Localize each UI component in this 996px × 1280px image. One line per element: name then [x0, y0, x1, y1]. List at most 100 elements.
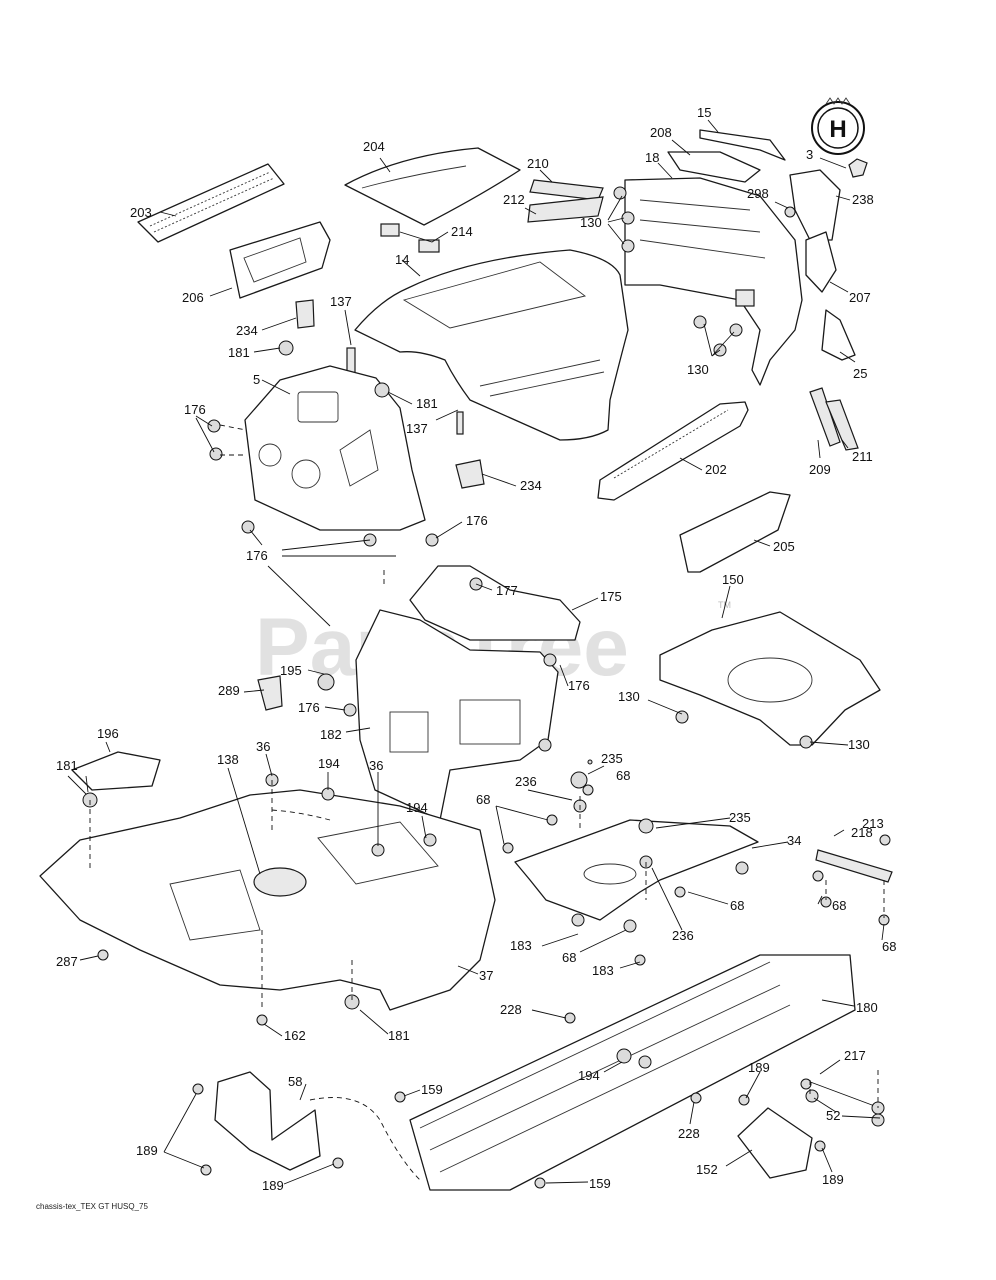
fender-panel-205: [679, 491, 791, 573]
callout-177: 177: [496, 583, 518, 598]
callout-36-left: 36: [256, 739, 270, 754]
callout-68-left: 68: [476, 792, 490, 807]
callout-205: 205: [773, 539, 795, 554]
callout-236-lower: 236: [672, 928, 694, 943]
callout-130-side: 130: [687, 362, 709, 377]
callout-203: 203: [130, 205, 152, 220]
callout-34: 34: [787, 833, 801, 848]
callout-183-left: 183: [510, 938, 532, 953]
pad-196: [71, 751, 161, 791]
hood-14: [354, 249, 629, 441]
callout-68-bottom: 68: [562, 950, 576, 965]
callout-195: 195: [280, 663, 302, 678]
mounting-plate-34: [514, 819, 759, 921]
callout-208: 208: [650, 125, 672, 140]
trim-15: [699, 129, 786, 161]
callout-202: 202: [705, 462, 727, 477]
callout-176-lower: 176: [298, 700, 320, 715]
callout-labels: 15 208 3 204 210 18 298 238 203 212 130 …: [56, 105, 896, 1193]
callout-238: 238: [852, 192, 874, 207]
bracket-58: [214, 1071, 321, 1171]
callout-181-dash: 181: [416, 396, 438, 411]
callout-183-right: 183: [592, 963, 614, 978]
callout-235-upper: 235: [601, 751, 623, 766]
callout-189-right-top: 189: [748, 1060, 770, 1075]
strips-137-234: [295, 299, 485, 489]
callout-138: 138: [217, 752, 239, 767]
callout-130-cover-right: 130: [848, 737, 870, 752]
callout-176-right: 176: [466, 513, 488, 528]
footrest-37: [39, 789, 496, 1011]
callout-228-upper: 228: [500, 1002, 522, 1017]
callout-234-upper: 234: [236, 323, 258, 338]
callout-176-center: 176: [246, 548, 268, 563]
grille-202: [597, 401, 749, 501]
callout-150: 150: [722, 572, 744, 587]
callout-289: 289: [218, 683, 240, 698]
frame-rail-180: [409, 954, 856, 1191]
callout-210: 210: [527, 156, 549, 171]
trim-25: [821, 309, 856, 361]
callout-206: 206: [182, 290, 204, 305]
callout-14: 14: [395, 252, 409, 267]
callout-217: 217: [844, 1048, 866, 1063]
diagram-reference-code: chassis-tex_TEX GT HUSQ_75: [36, 1202, 148, 1211]
steering-bracket-175: [409, 565, 581, 641]
callout-211: 211: [852, 449, 873, 464]
callout-68-far-right: 68: [882, 939, 896, 954]
side-panel-206: [229, 221, 331, 299]
callout-182: 182: [320, 727, 342, 742]
callout-298: 298: [747, 186, 769, 201]
callout-181-upper: 181: [228, 345, 250, 360]
callout-176-left: 176: [184, 402, 206, 417]
callout-52: 52: [826, 1108, 840, 1123]
callout-68-right: 68: [730, 898, 744, 913]
callout-18: 18: [645, 150, 659, 165]
leader-lines: [67, 119, 885, 1185]
trim-208: [667, 151, 761, 183]
callout-159-upper: 159: [421, 1082, 443, 1097]
callout-175: 175: [600, 589, 622, 604]
callout-68-bracket: 68: [832, 898, 846, 913]
callout-68-top: 68: [616, 768, 630, 783]
callout-194-frame: 194: [578, 1068, 600, 1083]
callout-194-left: 194: [318, 756, 340, 771]
callout-15: 15: [697, 105, 711, 120]
callout-236-upper: 236: [515, 774, 537, 789]
callout-228-lower: 228: [678, 1126, 700, 1141]
callout-196: 196: [97, 726, 119, 741]
callout-137-upper: 137: [330, 294, 352, 309]
callout-159-lower: 159: [589, 1176, 611, 1191]
bracket-289: [257, 675, 283, 711]
cover-150: [659, 611, 881, 746]
bracket-218: [815, 849, 893, 883]
callout-287: 287: [56, 954, 78, 969]
bracket-214: [380, 223, 440, 253]
callout-218: 218: [851, 825, 873, 840]
callout-58: 58: [288, 1074, 302, 1089]
callout-152: 152: [696, 1162, 718, 1177]
callout-5: 5: [253, 372, 260, 387]
callout-204: 204: [363, 139, 385, 154]
callout-181-pad: 181: [56, 758, 78, 773]
callout-137-lower: 137: [406, 421, 428, 436]
grille-insert-203: [137, 163, 285, 243]
callout-189-right-bottom: 189: [822, 1172, 844, 1187]
callout-234-lower: 234: [520, 478, 542, 493]
callout-36-right: 36: [369, 758, 383, 773]
callout-37: 37: [479, 968, 493, 983]
callout-162: 162: [284, 1028, 306, 1043]
callout-3: 3: [806, 147, 813, 162]
side-cover-238: [789, 169, 841, 241]
emblem-part: [848, 158, 868, 178]
callout-209: 209: [809, 462, 831, 477]
brand-logo-letter: H: [829, 116, 846, 143]
link-rod-217: [804, 1079, 881, 1109]
callout-194-right: 194: [406, 800, 428, 815]
callout-235-lower: 235: [729, 810, 751, 825]
brand-logo-icon: H: [811, 97, 865, 155]
watermark-trademark: TM: [718, 600, 731, 610]
hood-panel-204: [344, 147, 521, 226]
front-bumper-18: [624, 177, 803, 386]
